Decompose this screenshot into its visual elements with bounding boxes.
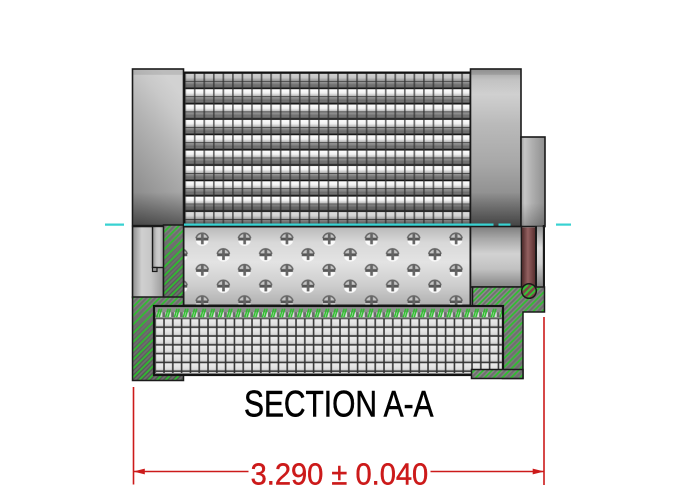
svg-text:3.290 ± 0.040: 3.290 ± 0.040 xyxy=(251,456,429,491)
svg-text:SECTION A-A: SECTION A-A xyxy=(244,384,434,425)
